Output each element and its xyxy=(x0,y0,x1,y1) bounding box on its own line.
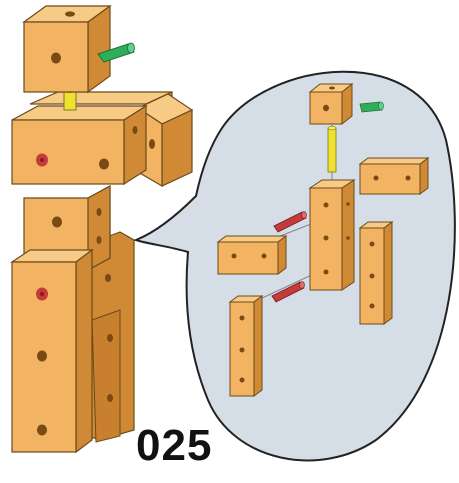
exploded-head-cube xyxy=(310,84,352,124)
exploded-yellow-peg xyxy=(328,126,336,172)
front-leg-block xyxy=(12,250,92,452)
head-block xyxy=(24,6,110,92)
chest-block xyxy=(12,106,146,184)
exploded-right-leg-bar xyxy=(360,222,392,324)
exploded-arm-bar xyxy=(360,158,428,194)
exploded-green-peg xyxy=(360,102,384,112)
exploded-left-bar xyxy=(218,236,286,274)
exploded-left-leg-bar xyxy=(230,296,262,396)
exploded-center-bar xyxy=(310,180,354,290)
step-number: 025 xyxy=(136,424,212,468)
